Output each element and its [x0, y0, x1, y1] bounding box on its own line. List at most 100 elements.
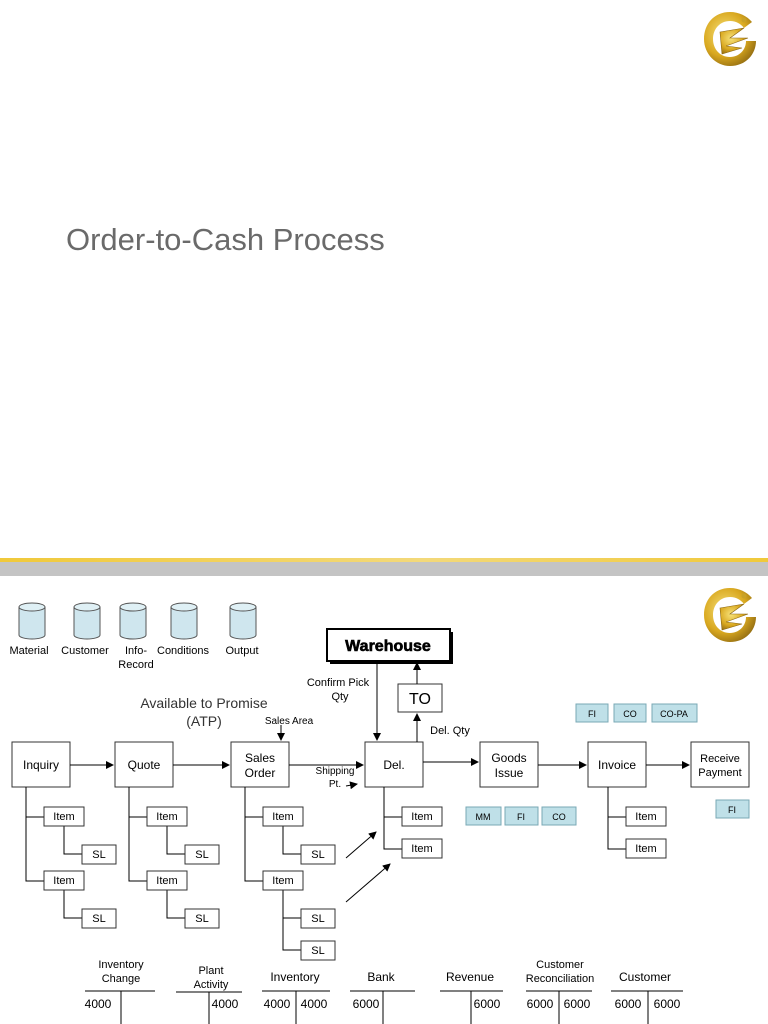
invoice-module-copa-label: CO-PA	[660, 709, 688, 719]
sales-order-label-1: Sales	[245, 751, 275, 765]
shipping-pt-label-1: Shipping	[316, 766, 355, 777]
shipping-pt-arrow	[345, 781, 358, 790]
t-account-cust-rec-label-1: Customer	[536, 959, 584, 971]
t-account-plant-activity: Plant Activity 4000	[176, 965, 242, 1024]
gi-module-co-label: CO	[552, 812, 566, 822]
t-account-inventory-change-label-1: Inventory	[98, 959, 144, 971]
t-account-plant-activity-label-1: Plant	[198, 965, 223, 977]
t-account-inventory-change-label-2: Change	[102, 973, 141, 985]
gi-module-mm	[465, 806, 502, 826]
customer-label: Customer	[61, 645, 109, 657]
output-data-icon	[229, 602, 257, 640]
inquiry-item-1	[43, 806, 85, 827]
delivery-item-1	[401, 806, 443, 827]
shipping-pt-label-2: Pt.	[329, 779, 341, 790]
t-account-cust-rec-label-2: Reconciliation	[526, 973, 594, 985]
invoice-module-fi	[575, 703, 609, 723]
customer-data-icon	[73, 602, 101, 640]
order-sl-1-label: SL	[311, 849, 324, 861]
t-account-plant-activity-label-2: Activity	[194, 979, 229, 991]
slide-title: Order-to-Cash Process	[66, 222, 385, 257]
del-qty-label: Del. Qty	[430, 725, 470, 737]
t-account-inventory-change: Inventory Change 4000	[85, 959, 155, 1024]
pegasus-logo	[704, 12, 756, 66]
inquiry-box	[11, 741, 71, 788]
t-account-customer-credit: 6000	[654, 997, 681, 1011]
goods-issue-label-1: Goods	[491, 751, 526, 765]
inquiry-sl-2-label: SL	[92, 913, 105, 925]
order-sl-1	[300, 844, 336, 865]
atp-label-2: (ATP)	[186, 713, 222, 729]
warehouse-label: Warehouse	[345, 638, 431, 655]
inquiry-sl-1	[81, 844, 117, 865]
gi-module-mm-label: MM	[476, 812, 491, 822]
receive-payment-label-1: Receive	[700, 753, 740, 765]
delivery-label: Del.	[383, 758, 404, 772]
payment-module-fi-label: FI	[728, 805, 736, 815]
t-account-inventory-credit: 4000	[301, 997, 328, 1011]
gi-module-fi	[504, 806, 539, 826]
invoice-box	[587, 741, 647, 788]
output-label: Output	[225, 645, 258, 657]
inquiry-sl-2	[81, 908, 117, 929]
confirm-pick-label-2: Qty	[331, 691, 349, 703]
t-account-bank-debit: 6000	[353, 997, 380, 1011]
to-label: TO	[409, 691, 431, 708]
t-account-inventory-label: Inventory	[270, 970, 319, 984]
inquiry-item-2	[43, 870, 85, 891]
quote-sl-2	[184, 908, 220, 929]
order-item-2	[262, 870, 304, 891]
conditions-label: Conditions	[157, 645, 209, 657]
t-account-cust-rec-credit: 6000	[564, 997, 591, 1011]
order-item-1	[262, 806, 304, 827]
quote-sl-2-label: SL	[195, 913, 208, 925]
quote-item-2	[146, 870, 188, 891]
info-record-data-icon	[119, 602, 147, 640]
sales-order-box	[230, 741, 290, 788]
quote-label: Quote	[128, 758, 161, 772]
t-account-bank-label: Bank	[367, 970, 395, 984]
t-account-inventory-debit: 4000	[264, 997, 291, 1011]
t-account-inventory-change-debit: 4000	[85, 997, 112, 1011]
items-to-delivery-arrow-2	[345, 863, 391, 903]
title-slide: Order-to-Cash Process	[66, 12, 756, 257]
invoice-module-copa	[651, 703, 698, 723]
info-record-label-2: Record	[118, 659, 153, 671]
order-item-2-label: Item	[272, 875, 293, 887]
pegasus-logo-2	[704, 588, 756, 642]
order-sl-2-label: SL	[311, 913, 324, 925]
goods-issue-label-2: Issue	[495, 766, 524, 780]
process-slide: Material Customer Info- Record Condition…	[0, 576, 768, 1024]
inquiry-item-1-label: Item	[53, 811, 74, 823]
delivery-item-1-label: Item	[411, 811, 432, 823]
gi-module-co	[541, 806, 577, 826]
order-sl-3	[300, 940, 336, 961]
order-item-1-label: Item	[272, 811, 293, 823]
invoice-item-1	[625, 806, 667, 827]
inquiry-item-2-label: Item	[53, 875, 74, 887]
invoice-item-1-label: Item	[635, 811, 656, 823]
t-account-customer: Customer 6000 6000	[611, 970, 683, 1024]
t-account-revenue-credit: 6000	[474, 997, 501, 1011]
material-label: Material	[9, 645, 48, 657]
quote-sl-1	[184, 844, 220, 865]
invoice-label: Invoice	[598, 758, 636, 772]
slide-separator-gold	[0, 558, 768, 562]
warehouse-box	[326, 628, 451, 662]
t-account-inventory: Inventory 4000 4000	[262, 970, 330, 1024]
delivery-item-2-label: Item	[411, 843, 432, 855]
to-box	[397, 683, 443, 713]
receive-payment-label-2: Payment	[698, 767, 741, 779]
quote-item-2-label: Item	[156, 875, 177, 887]
t-account-revenue: Revenue 6000	[440, 970, 503, 1024]
sales-area-label: Sales Area	[265, 716, 314, 727]
order-sl-3-label: SL	[311, 945, 324, 957]
invoice-item-2-label: Item	[635, 843, 656, 855]
confirm-pick-label-1: Confirm Pick	[307, 677, 370, 689]
t-account-bank: Bank 6000	[350, 970, 415, 1024]
invoice-module-fi-label: FI	[588, 709, 596, 719]
delivery-box	[364, 741, 424, 788]
t-account-revenue-label: Revenue	[446, 970, 494, 984]
payment-module-fi	[715, 799, 750, 819]
t-account-customer-debit: 6000	[615, 997, 642, 1011]
